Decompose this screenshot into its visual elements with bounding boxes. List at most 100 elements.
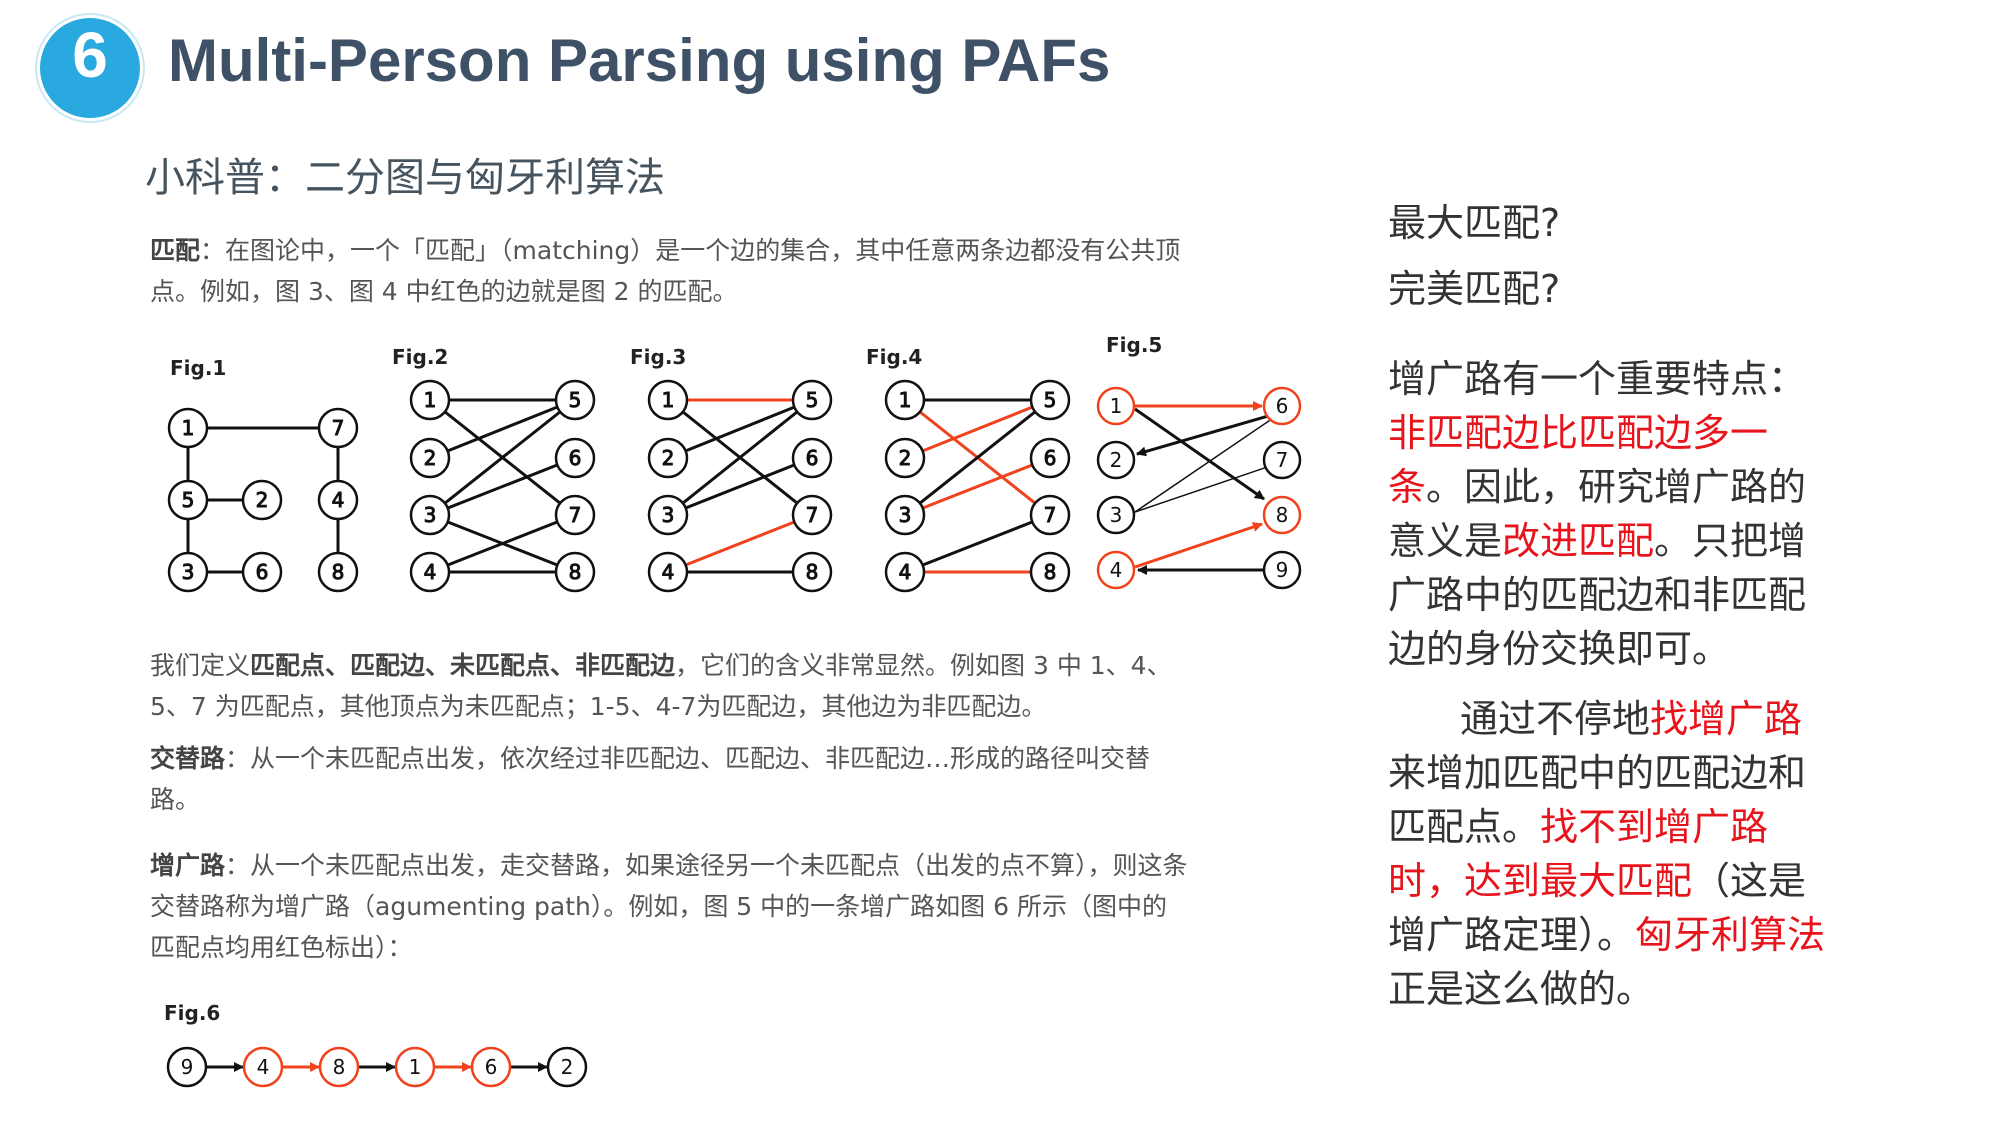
fig6-node-label: 9: [181, 1055, 194, 1079]
fig4-node-label: 6: [1044, 446, 1057, 470]
question-perfect-matching: 完美匹配?: [1388, 267, 1561, 311]
fig2-node: [554, 551, 596, 593]
fig5-node: [1096, 440, 1136, 480]
fig5-node-label: 2: [1110, 448, 1123, 472]
fig2-node-label: 8: [569, 560, 582, 584]
fig1-node: [241, 479, 283, 521]
fig3-node-label: 5: [806, 388, 819, 412]
note-highlight: 非匹配边比匹配边多一条: [1388, 411, 1769, 509]
aug-label: 增广路: [150, 851, 226, 880]
fig2-node-label: 1: [424, 388, 437, 412]
fig6-node-label: 2: [561, 1055, 574, 1079]
fig3-node-label: 2: [662, 446, 675, 470]
fig3-node: [791, 494, 833, 536]
fig3-node: [647, 437, 689, 479]
matching-label: 匹配: [150, 236, 201, 265]
fig5-node-label: 6: [1276, 394, 1289, 418]
fig4-node-label: 3: [899, 503, 912, 527]
fig6-node: [470, 1046, 512, 1088]
fig2-node: [409, 379, 451, 421]
fig1-node-label: 1: [182, 416, 195, 440]
fig1-node-label: 3: [182, 560, 195, 584]
fig4-node-label: 2: [899, 446, 912, 470]
note-highlight: 改进匹配: [1502, 519, 1655, 563]
fig2-label: Fig.2: [392, 345, 448, 369]
note-text: 通过不停地: [1460, 697, 1651, 741]
alt-label: 交替路: [150, 744, 226, 773]
matching-text: ：在图论中，一个「匹配」（matching）是一个边的集合，其中任意两条边都没有…: [150, 236, 1181, 306]
fig6-node: [166, 1046, 208, 1088]
fig4-node-label: 5: [1044, 388, 1057, 412]
augmenting-path-paragraph: 增广路：从一个未匹配点出发，走交替路，如果途径另一个未匹配点（出发的点不算），则…: [150, 845, 1190, 968]
fig5-node: [1096, 550, 1136, 590]
fig3-node-label: 8: [806, 560, 819, 584]
note-text: 。因此，研究增广路的意义是: [1388, 465, 1807, 563]
alternating-path-paragraph: 交替路：从一个未匹配点出发，依次经过非匹配边、匹配边、非匹配边…形成的路径叫交替…: [150, 738, 1190, 820]
fig4-node: [884, 551, 926, 593]
fig1-node-label: 7: [332, 416, 345, 440]
slide-title: Multi-Person Parsing using PAFs: [168, 27, 1111, 94]
fig5-node: [1262, 495, 1302, 535]
hungarian-note: 通过不停地找增广路来增加匹配中的匹配边和匹配点。找不到增广路时，达到最大匹配（这…: [1388, 692, 1838, 1016]
fig3-node-label: 3: [662, 503, 675, 527]
def-terms: 匹配点、匹配边、未匹配点、非匹配边: [250, 651, 676, 680]
fig2-edges: [429, 398, 576, 574]
fig4-node: [884, 437, 926, 479]
fig6-node: [318, 1046, 360, 1088]
definitions-paragraph: 我们定义匹配点、匹配边、未匹配点、非匹配边，它们的含义非常显然。例如图 3 中 …: [150, 645, 1190, 727]
fig1-node: [167, 551, 209, 593]
note-highlight: 找增广路: [1650, 697, 1803, 741]
note-text: （这是增广路定理）。: [1388, 859, 1807, 957]
fig3-node: [647, 379, 689, 421]
fig1-node: [167, 407, 209, 449]
fig6-node: [394, 1046, 436, 1088]
fig5-node-label: 9: [1276, 558, 1289, 582]
fig2-node-label: 7: [569, 503, 582, 527]
fig6-node: [546, 1046, 588, 1088]
fig1-node: [241, 551, 283, 593]
fig2-node: [554, 379, 596, 421]
fig4-node: [1029, 494, 1071, 536]
aug-text: ：从一个未匹配点出发，走交替路，如果途径另一个未匹配点（出发的点不算），则这条交…: [150, 851, 1188, 962]
fig3-node: [647, 494, 689, 536]
fig5-node-label: 4: [1110, 558, 1123, 582]
question-max-matching: 最大匹配?: [1388, 201, 1561, 245]
fig2-node-label: 3: [424, 503, 437, 527]
fig2-node: [554, 437, 596, 479]
fig1-node: [317, 479, 359, 521]
fig3-node: [791, 551, 833, 593]
augmenting-path-note: 增广路有一个重要特点：非匹配边比匹配边多一条。因此，研究增广路的意义是改进匹配。…: [1388, 352, 1838, 676]
fig3-node-label: 1: [662, 388, 675, 412]
fig1-node: [167, 479, 209, 521]
fig1-node-label: 8: [332, 560, 345, 584]
fig5-node: [1262, 550, 1302, 590]
note-highlight: 匈牙利算法: [1635, 913, 1826, 957]
fig2-node-label: 5: [569, 388, 582, 412]
fig2-node: [409, 437, 451, 479]
fig1-label: Fig.1: [170, 356, 226, 380]
note-text: 正是这么做的。: [1388, 967, 1655, 1011]
fig4-node-label: 1: [899, 388, 912, 412]
fig2-node: [409, 494, 451, 536]
fig6-label: Fig.6: [164, 1001, 220, 1025]
fig1-node: [317, 407, 359, 449]
alt-text: ：从一个未匹配点出发，依次经过非匹配边、匹配边、非匹配边…形成的路径叫交替路。: [150, 744, 1151, 814]
fig3-node: [791, 437, 833, 479]
fig5-node: [1096, 386, 1136, 426]
fig6-node-label: 6: [485, 1055, 498, 1079]
fig4-node-label: 4: [899, 560, 912, 584]
fig1-node-label: 2: [256, 488, 269, 512]
fig2-node-label: 4: [424, 560, 437, 584]
fig3-node-label: 6: [806, 446, 819, 470]
fig4-node: [884, 494, 926, 536]
fig5-node: [1262, 386, 1302, 426]
fig3-node-label: 4: [662, 560, 675, 584]
fig5-node-label: 7: [1276, 448, 1289, 472]
fig5-node-label: 3: [1110, 503, 1123, 527]
fig2-node: [554, 494, 596, 536]
note-text: 增广路有一个重要特点：: [1388, 357, 1807, 401]
fig1-node: [317, 551, 359, 593]
fig2-node: [409, 551, 451, 593]
fig1-node-label: 6: [256, 560, 269, 584]
fig3-label: Fig.3: [630, 345, 686, 369]
